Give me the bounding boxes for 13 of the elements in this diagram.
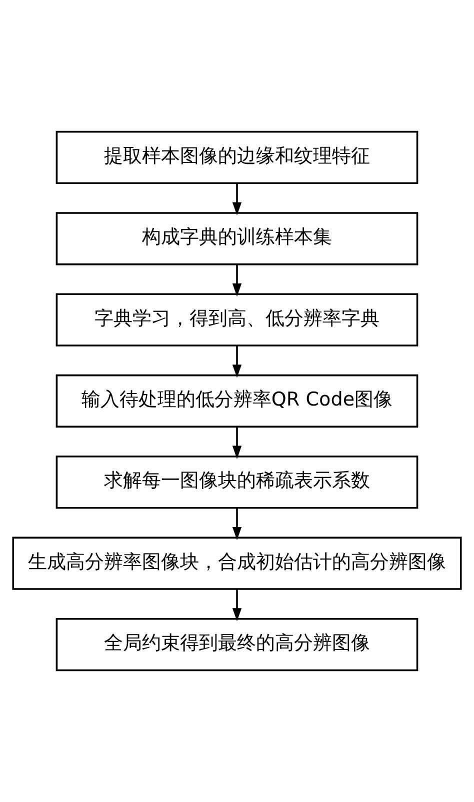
arrow [232,426,242,459]
arrow [232,346,242,378]
arrow [232,264,242,297]
node-box: 字典学习，得到高、低分辨率字典 [56,293,418,346]
arrow [232,589,242,622]
arrow [232,508,242,540]
node-box: 全局约束得到最终的高分辨图像 [56,618,418,672]
node-box: 输入待处理的低分辨率QR Code图像 [56,374,418,428]
node-box: 提取样本图像的边缘和纹理特征 [56,130,418,184]
arrow [232,183,242,216]
node-box: 生成高分辨率图像块，合成初始估计的高分辨图像 [12,536,462,590]
node-box: 构成字典的训练样本集 [56,212,418,266]
node-box: 求解每一图像块的稀疏表示系数 [56,456,418,509]
